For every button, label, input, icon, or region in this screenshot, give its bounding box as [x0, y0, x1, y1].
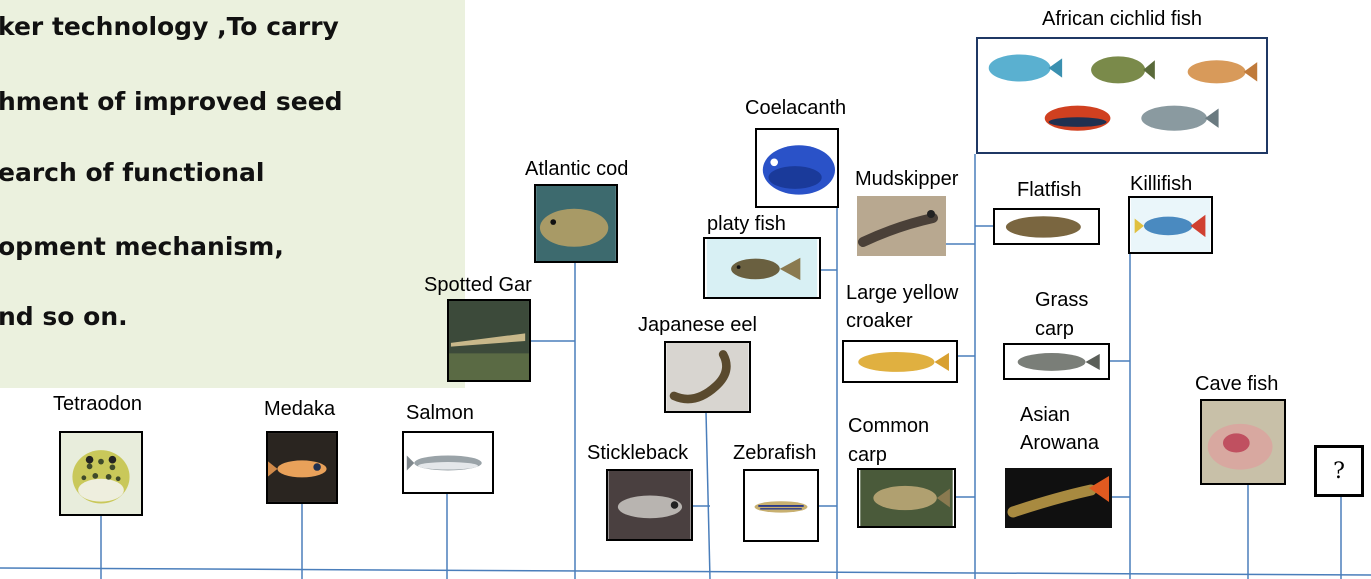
label-arowana-1: Asian: [1020, 403, 1070, 427]
atlantic-cod-image: [534, 184, 618, 263]
stickleback-image: [606, 469, 693, 541]
label-stickleback: Stickleback: [587, 441, 688, 465]
text-line-5: nd so on.: [0, 302, 128, 331]
cave-fish-image: [1200, 399, 1286, 485]
label-cave-fish: Cave fish: [1195, 372, 1278, 396]
label-japanese-eel: Japanese eel: [638, 313, 757, 337]
zebrafish-image: [743, 469, 819, 542]
label-mudskipper: Mudskipper: [855, 167, 958, 191]
tetraodon-image: [59, 431, 143, 516]
label-spotted-gar: Spotted Gar: [424, 273, 532, 297]
cichlid-fish-3: [1188, 60, 1258, 83]
grass-carp-image: [1003, 343, 1110, 380]
label-killifish: Killifish: [1130, 172, 1192, 196]
label-croaker-1: Large yellow: [846, 281, 958, 305]
large-yellow-croaker-image: [842, 340, 958, 383]
text-line-2: hment of improved seed: [0, 87, 343, 116]
spotted-gar-image: [447, 299, 531, 382]
label-atlantic-cod: Atlantic cod: [525, 157, 628, 181]
label-flatfish: Flatfish: [1017, 178, 1081, 202]
label-grass-carp-2: carp: [1035, 317, 1074, 341]
text-line-1: ker technology ,To carry: [0, 12, 339, 41]
african-cichlid-image: [976, 37, 1268, 154]
label-grass-carp-1: Grass: [1035, 288, 1088, 312]
timeline-axis: [0, 568, 1371, 575]
cichlid-fish-2: [1091, 56, 1155, 83]
cichlid-fish-5: [1141, 106, 1218, 131]
common-carp-image: [857, 468, 956, 528]
label-salmon: Salmon: [406, 401, 474, 425]
medaka-image: [266, 431, 338, 504]
label-medaka: Medaka: [264, 397, 335, 421]
label-tetraodon: Tetraodon: [53, 392, 142, 416]
text-panel: ker technology ,To carry hment of improv…: [0, 0, 465, 388]
label-common-carp-2: carp: [848, 443, 887, 467]
label-common-carp-1: Common: [848, 414, 929, 438]
text-line-4: opment mechanism,: [0, 232, 284, 261]
connector-japanese-eel: [706, 412, 710, 579]
label-croaker-2: croaker: [846, 309, 913, 333]
label-coelacanth: Coelacanth: [745, 96, 846, 120]
unknown-species-box: ?: [1314, 445, 1364, 497]
japanese-eel-image: [664, 341, 751, 413]
asian-arowana-image: [1005, 468, 1112, 528]
killifish-image: [1128, 196, 1213, 254]
label-zebrafish: Zebrafish: [733, 441, 816, 465]
coelacanth-image: [755, 128, 839, 208]
cichlid-fish-4: [1045, 106, 1111, 131]
mudskipper-image: [857, 196, 946, 256]
text-line-3: earch of functional: [0, 158, 264, 187]
salmon-image: [402, 431, 494, 494]
platy-fish-image: [703, 237, 821, 299]
label-platy-fish: platy fish: [707, 212, 786, 236]
label-arowana-2: Arowana: [1020, 431, 1099, 455]
flatfish-image: [993, 208, 1100, 245]
cichlid-fish-1: [989, 54, 1062, 81]
label-african-cichlid: African cichlid fish: [1042, 7, 1202, 31]
